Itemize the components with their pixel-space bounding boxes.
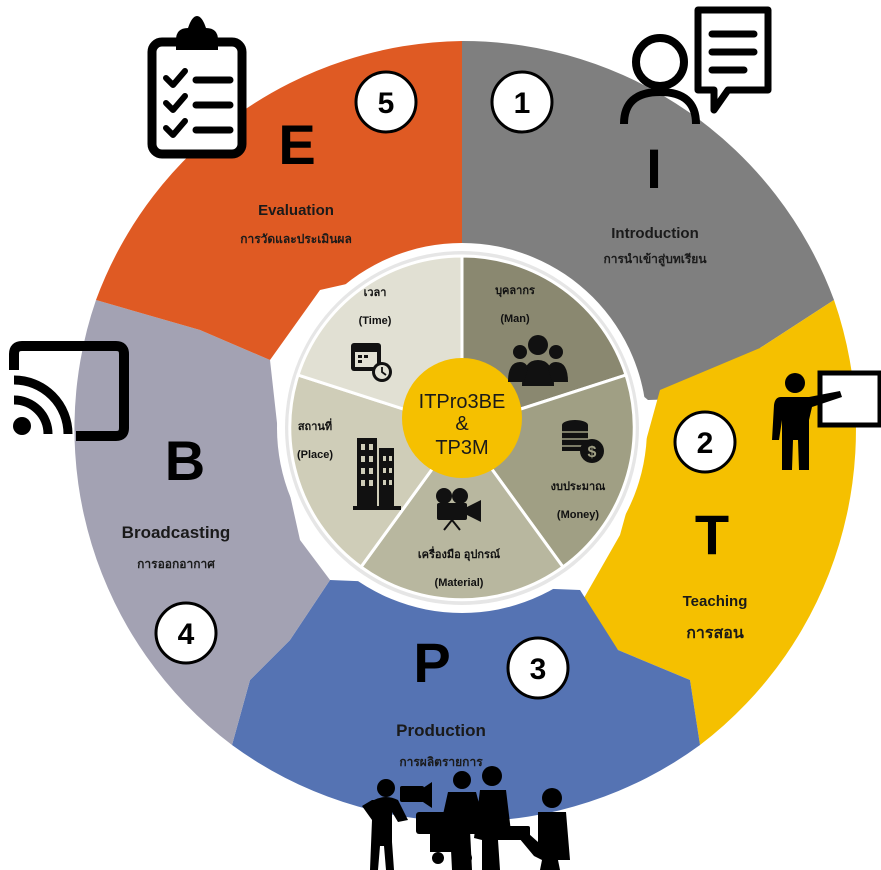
center-line-3: TP3M	[435, 437, 488, 459]
step-badge-3: 3	[506, 636, 570, 700]
segment-production	[232, 580, 700, 822]
letter-p: P	[413, 631, 450, 694]
stage-introduction-en: Introduction	[611, 225, 698, 242]
resource-man-en: (Man)	[500, 313, 530, 325]
checklist-clipboard-icon	[147, 16, 247, 159]
calendar-clock-icon	[351, 343, 392, 382]
resource-material-thai: เครื่องมือ อุปกรณ์	[418, 546, 501, 562]
cast-icon	[9, 341, 129, 441]
stage-teaching-th: การสอน	[686, 625, 744, 642]
stage-evaluation-th: การวัดและประเมินผล	[240, 232, 352, 246]
letter-t: T	[695, 503, 729, 566]
stage-broadcasting-en: Broadcasting	[122, 523, 231, 542]
step-badge-1: 1	[490, 70, 554, 134]
resource-material-en: (Material)	[435, 577, 484, 589]
resource-man-thai: บุคลากร	[495, 285, 535, 298]
segment-broadcasting	[74, 300, 330, 745]
letter-e: E	[278, 113, 315, 176]
people-icon	[508, 335, 568, 386]
center-circle	[402, 358, 522, 478]
film-crew-icon	[362, 766, 570, 870]
stage-teaching-en: Teaching	[683, 593, 748, 610]
svg-text:$: $	[588, 444, 597, 461]
movie-camera-icon	[436, 488, 481, 531]
teacher-board-icon	[772, 370, 881, 470]
resource-money-en: (Money)	[557, 509, 600, 521]
stage-introduction-th: การนำเข้าสู่บทเรียน	[603, 252, 707, 267]
coins-dollar-icon: $	[562, 420, 604, 463]
stage-evaluation-en: Evaluation	[258, 202, 334, 219]
resource-place-thai: สถานที่	[298, 418, 332, 433]
speaking-person-icon	[620, 6, 772, 125]
step-badge-2: 2	[673, 410, 737, 474]
resource-place-en: (Place)	[297, 449, 333, 461]
center-line-2: &	[455, 413, 469, 435]
stage-production-en: Production	[396, 721, 486, 740]
stage-broadcasting-th: การออกอากาศ	[137, 557, 215, 571]
svg-text:5: 5	[378, 87, 395, 120]
buildings-icon	[353, 438, 401, 510]
letter-b: B	[165, 429, 205, 492]
step-badge-5: 5	[354, 70, 418, 134]
svg-text:4: 4	[178, 618, 195, 651]
resource-time-thai: เวลา	[364, 287, 387, 299]
svg-text:2: 2	[697, 427, 714, 460]
resource-time-en: (Time)	[359, 315, 392, 327]
step-badge-4: 4	[154, 601, 218, 665]
stage-production-th: การผลิตรายการ	[399, 755, 483, 769]
svg-text:1: 1	[514, 87, 531, 120]
svg-text:3: 3	[530, 653, 547, 686]
letter-i: I	[646, 137, 662, 200]
center-line-1: ITPro3BE	[419, 391, 506, 413]
resource-money-thai: งบประมาณ	[551, 480, 607, 493]
